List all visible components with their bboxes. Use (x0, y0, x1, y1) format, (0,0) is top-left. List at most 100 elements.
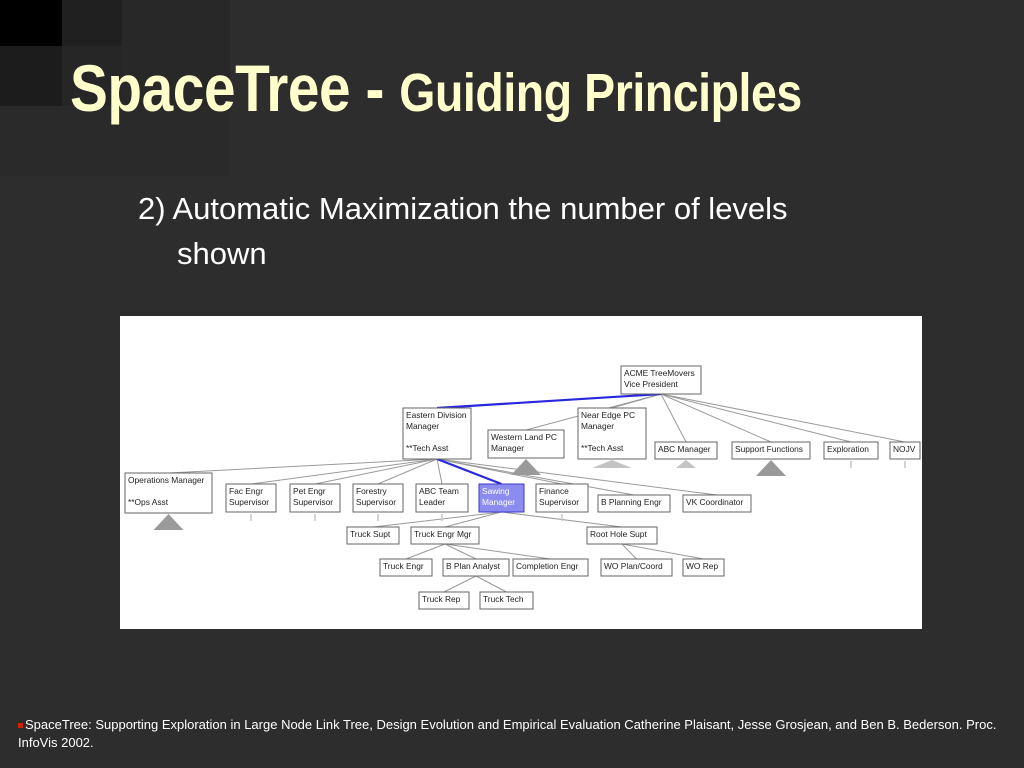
tree-edge-eastern-petengr (314, 458, 438, 485)
tree-edge-acme-nojv (660, 393, 906, 443)
tree-node-box (402, 407, 472, 460)
tree-edge-sawing-truckengrmgr (444, 511, 502, 528)
tree-node-truckrep[interactable]: Truck Rep (418, 591, 470, 610)
tree-node-label: Near Edge PC (581, 410, 635, 420)
tree-node-box (654, 441, 718, 460)
tree-node-completionengr[interactable]: Completion Engr (512, 558, 589, 577)
tree-node-exploration[interactable]: Exploration (823, 441, 879, 460)
tree-node-box (479, 591, 534, 610)
tree-node-box (597, 494, 671, 513)
tree-node-label: Eastern Division (406, 410, 467, 420)
tree-edge-eastern-ops (168, 458, 438, 474)
tree-edge-sawing-trucksupt (372, 511, 502, 528)
tree-node-label: WO Rep (686, 561, 718, 571)
bullet-dot-icon (18, 723, 23, 729)
tree-node-label: Supervisor (356, 497, 396, 507)
tree-node-label: Truck Rep (422, 594, 461, 604)
tree-node-label: Supervisor (539, 497, 579, 507)
tree-node-label: Manager (482, 497, 515, 507)
tree-node-label: Leader (419, 497, 445, 507)
collapsed-subtree-icon[interactable] (756, 460, 786, 476)
collapsed-subtree-icon[interactable] (153, 514, 184, 530)
tree-node-label: B Plan Analyst (446, 561, 501, 571)
title-sub: Guiding Principles (399, 63, 802, 123)
tree-node-label: Operations Manager (128, 475, 205, 485)
collapsed-subtree-icon[interactable] (511, 459, 541, 475)
tree-node-label: ABC Team (419, 486, 459, 496)
tree-node-truckengrmgr[interactable]: Truck Engr Mgr (410, 526, 480, 545)
tree-node-label: Truck Supt (350, 529, 391, 539)
tree-node-woplancoord[interactable]: WO Plan/Coord (600, 558, 673, 577)
tree-node-box (418, 591, 470, 610)
tree-node-label: Forestry (356, 486, 388, 496)
tree-node-box (823, 441, 879, 460)
tree-node-box (124, 472, 213, 514)
tree-node-label: Manager (581, 421, 614, 431)
tree-node-label: WO Plan/Coord (604, 561, 663, 571)
tree-node-box (600, 558, 673, 577)
bullet-line-2: shown (177, 236, 267, 271)
tree-node-label: Root Hole Supt (590, 529, 647, 539)
tree-node-box (512, 558, 589, 577)
tree-node-box (487, 429, 565, 459)
tree-node-rootholesupt[interactable]: Root Hole Supt (586, 526, 658, 545)
tree-node-vkcoord[interactable]: VK Coordinator (682, 494, 752, 513)
tree-node-label: Truck Engr Mgr (414, 529, 472, 539)
tree-node-bplanning[interactable]: B Planning Engr (597, 494, 671, 513)
tree-node-trucktech[interactable]: Truck Tech (479, 591, 534, 610)
tree-node-label: Western Land PC (491, 432, 557, 442)
tree-node-trucksupt[interactable]: Truck Supt (346, 526, 400, 545)
tree-edge-rootholesupt-worep (621, 543, 704, 560)
tree-edge-eastern-facengr (250, 458, 438, 485)
tree-node-label: **Tech Asst (406, 443, 449, 453)
bullet-point: 2) Automatic Maximization the number of … (138, 186, 878, 276)
tree-edge-bplananalyst-truckrep (443, 575, 477, 593)
tree-node-label: Support Functions (735, 444, 803, 454)
tree-edge-acme-exploration (660, 393, 852, 443)
tree-node-label: Sawing (482, 486, 510, 496)
tree-node-label: Truck Engr (383, 561, 424, 571)
tree-node-box (346, 526, 400, 545)
tree-node-label: Exploration (827, 444, 869, 454)
tree-node-box (577, 407, 647, 460)
tree-node-box (535, 483, 589, 513)
tree-edge-eastern-forestry (377, 458, 438, 485)
tree-node-box (289, 483, 341, 513)
tree-node-worep[interactable]: WO Rep (682, 558, 725, 577)
collapsed-subtree-icon[interactable] (676, 460, 696, 468)
slide-title: SpaceTree - Guiding Principles (70, 50, 802, 126)
tree-edge-eastern-abcteam (436, 458, 443, 485)
tree-node-bplananalyst[interactable]: B Plan Analyst (442, 558, 510, 577)
tree-edge-eastern-sawing (436, 457, 502, 486)
tree-node-nojv[interactable]: NOJV (889, 441, 921, 460)
tree-node-abcmgr[interactable]: ABC Manager (654, 441, 718, 460)
tree-node-support[interactable]: Support Functions (731, 441, 811, 460)
tree-node-box (731, 441, 811, 460)
tree-node-box (620, 365, 702, 395)
citation-text: SpaceTree: Supporting Exploration in Lar… (18, 717, 997, 750)
tree-node-label: Vice President (624, 379, 679, 389)
tree-node-box (379, 558, 433, 577)
tree-node-box (442, 558, 510, 577)
tree-node-truckengr[interactable]: Truck Engr (379, 558, 433, 577)
tree-node-box (352, 483, 404, 513)
collapsed-subtree-icon[interactable] (592, 460, 632, 468)
tree-node-label: **Tech Asst (581, 443, 624, 453)
tree-node-box (889, 441, 921, 460)
tree-node-label: Supervisor (229, 497, 269, 507)
citation: SpaceTree: Supporting Exploration in Lar… (18, 716, 1008, 752)
tree-node-ops[interactable]: Operations Manager**Ops Asst (124, 472, 213, 514)
tree-node-label: Manager (491, 443, 524, 453)
tree-node-label: NOJV (893, 444, 916, 454)
